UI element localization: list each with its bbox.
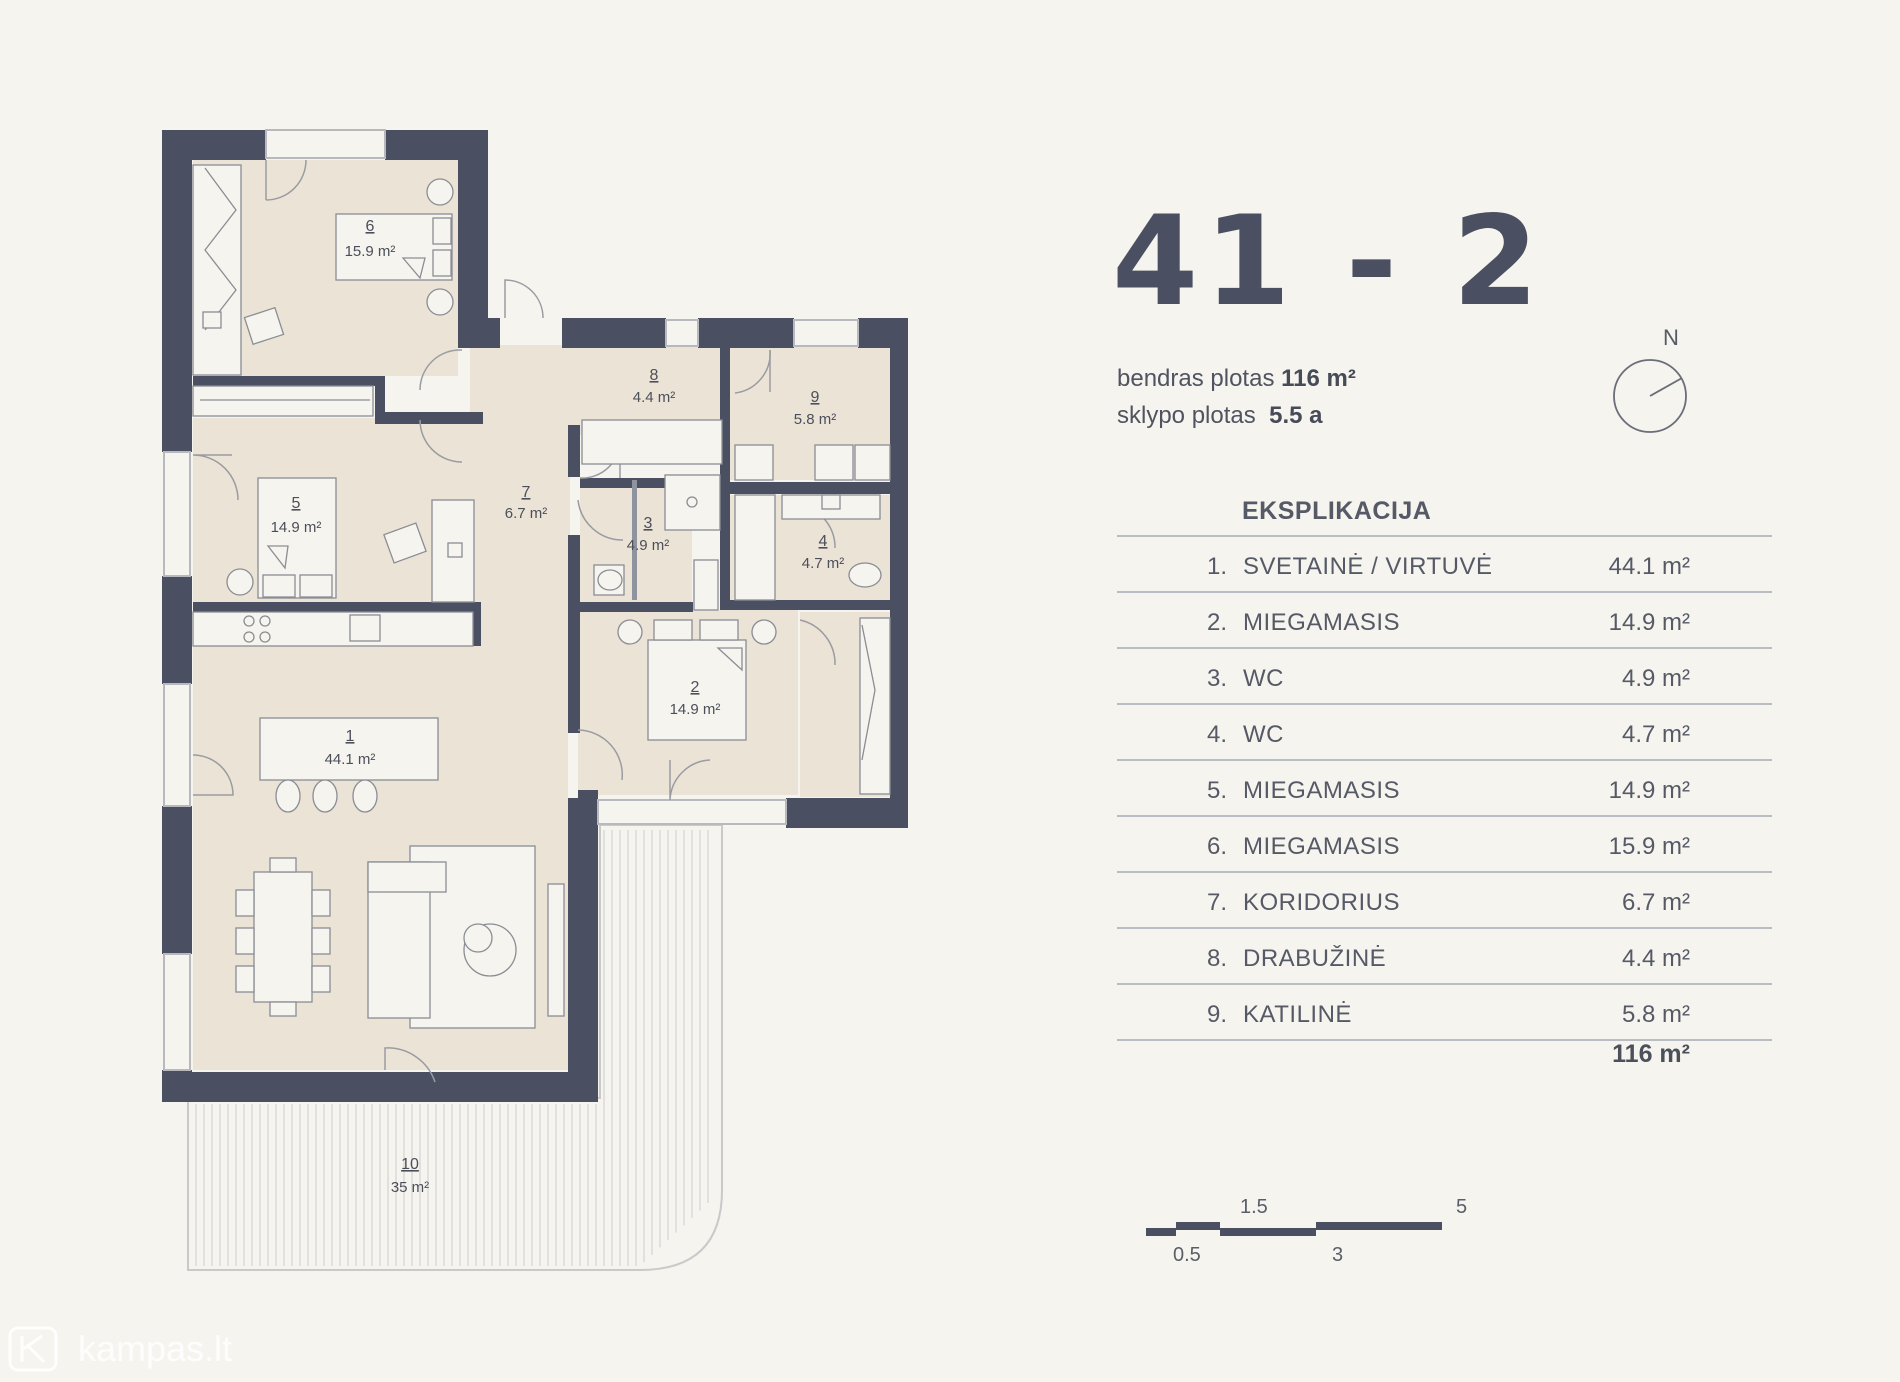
row-index: 5.: [1206, 777, 1227, 804]
row-area: 5.8 m²: [1621, 1001, 1690, 1028]
row-index: 4.: [1206, 721, 1227, 748]
table-row: 5. MIEGAMASIS 14.9 m²: [1117, 759, 1772, 815]
row-area: 14.9 m²: [1608, 609, 1690, 636]
total-area-value: 116 m²: [1281, 365, 1356, 392]
room-label-3: 3 4.9 m²: [627, 515, 670, 554]
row-area: 6.7 m²: [1621, 889, 1690, 916]
row-area: 4.4 m²: [1621, 945, 1690, 972]
plot-area-value: 5.5 a: [1269, 402, 1323, 429]
row-index: 7.: [1206, 889, 1227, 916]
windows: [163, 129, 859, 1071]
svg-text:2: 2: [691, 679, 700, 696]
scale-label-5: 5: [1456, 1196, 1468, 1218]
row-name: MIEGAMASIS: [1243, 777, 1401, 804]
scale-label-0-5: 0.5: [1173, 1244, 1201, 1266]
row-name: WC: [1243, 665, 1284, 692]
svg-text:4: 4: [819, 533, 828, 550]
room-labels: 1 44.1 m² 2 14.9 m² 3 4.9 m² 4 4.7 m² 5 …: [271, 218, 845, 1196]
row-area: 14.9 m²: [1608, 777, 1690, 804]
row-area: 4.9 m²: [1621, 665, 1690, 692]
row-index: 8.: [1206, 945, 1227, 972]
row-name: MIEGAMASIS: [1243, 609, 1401, 636]
row-area: 44.1 m²: [1608, 553, 1690, 580]
room-label-6: 6 15.9 m²: [345, 218, 396, 260]
explication-heading: EKSPLIKACIJA: [1242, 497, 1432, 525]
doors: [192, 159, 836, 1083]
compass-icon: [1613, 359, 1687, 433]
floor-plan: 1 44.1 m² 2 14.9 m² 3 4.9 m² 4 4.7 m² 5 …: [162, 129, 908, 1271]
row-name: KATILINĖ: [1243, 1001, 1352, 1028]
svg-text:6.7 m²: 6.7 m²: [505, 505, 548, 522]
room-label-1: 1 44.1 m²: [325, 728, 376, 768]
table-row: 6. MIEGAMASIS 15.9 m²: [1117, 815, 1772, 871]
scale-label-1-5: 1.5: [1240, 1196, 1268, 1218]
room-label-8: 8 4.4 m²: [633, 367, 676, 406]
explication-total: 116 m²: [1612, 1040, 1690, 1068]
row-name: MIEGAMASIS: [1243, 833, 1401, 860]
table-row: 1. SVETAINĖ / VIRTUVĖ 44.1 m²: [1117, 535, 1772, 591]
svg-text:15.9 m²: 15.9 m²: [345, 243, 396, 260]
svg-text:44.1 m²: 44.1 m²: [325, 751, 376, 768]
kitchen-island: [259, 717, 439, 781]
svg-text:4.9 m²: 4.9 m²: [627, 537, 670, 554]
svg-text:4.4 m²: 4.4 m²: [633, 389, 676, 406]
row-name: WC: [1243, 721, 1284, 748]
svg-text:5: 5: [292, 495, 301, 512]
room-label-2: 2 14.9 m²: [670, 679, 721, 718]
unit-title: 41 - 2: [1112, 190, 1545, 334]
row-area: 4.7 m²: [1621, 721, 1690, 748]
row-index: 1.: [1206, 553, 1227, 580]
scale-bar: [1146, 1222, 1442, 1236]
table-row: 8. DRABUŽINĖ 4.4 m²: [1117, 927, 1772, 983]
svg-text:6: 6: [366, 218, 375, 235]
row-index: 9.: [1206, 1001, 1227, 1028]
dining-table-icon: [253, 871, 313, 1003]
row-index: 6.: [1206, 833, 1227, 860]
kampas-logo-icon: [8, 1326, 58, 1372]
row-name: KORIDORIUS: [1243, 889, 1401, 916]
svg-text:3: 3: [644, 515, 653, 532]
total-area-label: bendras plotas: [1117, 365, 1275, 392]
total-area: bendras plotas 116 m²: [1117, 365, 1356, 393]
furniture: [192, 164, 891, 1029]
svg-text:35 m²: 35 m²: [391, 1179, 429, 1196]
row-area: 15.9 m²: [1608, 833, 1690, 860]
svg-text:7: 7: [522, 484, 531, 501]
row-index: 2.: [1206, 609, 1227, 636]
table-row: 9. KATILINĖ 5.8 m²: [1117, 983, 1772, 1041]
row-name: SVETAINĖ / VIRTUVĖ: [1243, 553, 1493, 580]
terrace: [187, 824, 723, 1271]
svg-text:5.8 m²: 5.8 m²: [794, 411, 837, 428]
svg-text:4.7 m²: 4.7 m²: [802, 555, 845, 572]
table-row: 4. WC 4.7 m²: [1117, 703, 1772, 759]
room-label-4: 4 4.7 m²: [802, 533, 845, 572]
row-index: 3.: [1206, 665, 1227, 692]
svg-text:9: 9: [811, 389, 820, 406]
explication-table: 1. SVETAINĖ / VIRTUVĖ 44.1 m² 2. MIEGAMA…: [1117, 535, 1772, 1041]
plot-area: sklypo plotas 5.5 a: [1117, 402, 1322, 430]
plot-area-label: sklypo plotas: [1117, 402, 1256, 429]
svg-text:14.9 m²: 14.9 m²: [670, 701, 721, 718]
svg-text:14.9 m²: 14.9 m²: [271, 519, 322, 536]
table-row: 2. MIEGAMASIS 14.9 m²: [1117, 591, 1772, 647]
watermark-text: kampas.lt: [78, 1328, 233, 1369]
table-row: 3. WC 4.9 m²: [1117, 647, 1772, 703]
svg-text:10: 10: [401, 1156, 419, 1173]
exterior-walls: [162, 130, 908, 1102]
row-name: DRABUŽINĖ: [1243, 945, 1387, 972]
interior-walls: [193, 345, 895, 733]
table-row: 7. KORIDORIUS 6.7 m²: [1117, 871, 1772, 927]
room-label-10: 10 35 m²: [391, 1156, 429, 1196]
room-label-7: 7 6.7 m²: [505, 484, 548, 522]
room-label-5: 5 14.9 m²: [271, 495, 322, 536]
svg-text:1: 1: [346, 728, 355, 745]
scale-label-3: 3: [1332, 1244, 1344, 1266]
compass-label: N: [1663, 325, 1679, 350]
svg-text:8: 8: [650, 367, 659, 384]
room-label-9: 9 5.8 m²: [794, 389, 837, 428]
